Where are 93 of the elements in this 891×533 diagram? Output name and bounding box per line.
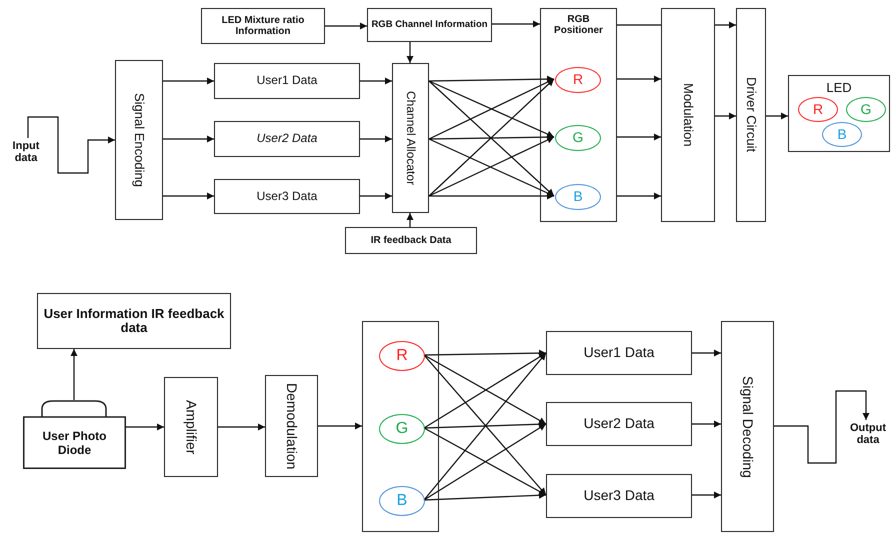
box-label: Driver Circuit (744, 77, 758, 153)
color-circle (798, 97, 838, 122)
box-label: Signal Decoding (740, 376, 756, 478)
signal-label: Input data (4, 138, 48, 166)
process-box (201, 8, 325, 44)
color-circle (822, 122, 862, 147)
arrow (692, 350, 721, 356)
circle-letter: B (573, 189, 583, 205)
arrow (325, 22, 367, 30)
arrow (163, 136, 214, 142)
process-box (345, 227, 477, 254)
box-label: User Information IR feedback data (42, 306, 226, 336)
arrow (692, 492, 721, 498)
process-box (214, 179, 360, 214)
box-label: User1 Data (584, 345, 654, 361)
process-box (214, 121, 360, 157)
box-label: User3 Data (584, 488, 654, 504)
color-circle (379, 414, 425, 444)
process-box (736, 8, 766, 222)
empty-box (362, 321, 439, 532)
color-circle (555, 67, 601, 93)
arrow (27, 116, 115, 174)
photo-diode-box (23, 400, 126, 469)
circle-letter: B (396, 492, 408, 510)
process-box (214, 63, 360, 99)
arrow (766, 112, 788, 120)
group-box (540, 8, 617, 222)
box-label: Amplifier (183, 400, 199, 454)
process-box (164, 377, 218, 477)
arrow (424, 492, 546, 501)
arrow (692, 420, 721, 428)
process-box (546, 402, 692, 446)
group-box (788, 75, 890, 152)
box-label: Channel Allocator (404, 90, 418, 186)
arrow (406, 42, 414, 63)
circle-letter: G (572, 130, 584, 146)
arrow (617, 134, 661, 140)
arrow (70, 349, 78, 400)
process-box (367, 8, 492, 42)
box-label: User2 Data (584, 416, 654, 432)
arrow (492, 20, 540, 28)
box-label: User Photo Diode (41, 428, 108, 457)
arrow (126, 424, 164, 430)
arrow (163, 192, 214, 200)
process-box (265, 375, 318, 477)
process-box (115, 60, 163, 220)
circle-letter: B (837, 126, 847, 142)
arrow (715, 22, 736, 28)
box-label: IR feedback Data (370, 235, 452, 246)
box-label: User3 Data (256, 190, 318, 204)
arrow (424, 350, 546, 357)
arrow (774, 390, 870, 464)
arrow (360, 136, 392, 142)
color-circle (846, 97, 886, 122)
circle-letter: R (396, 347, 408, 365)
color-circle (555, 125, 601, 151)
arrow (360, 192, 392, 200)
box-heading: LED (826, 81, 852, 96)
process-box (37, 293, 231, 349)
arrow (617, 192, 661, 200)
box-label: User1 Data (256, 74, 318, 88)
arrow (429, 192, 554, 200)
signal-label: Output data (845, 420, 891, 448)
color-circle (379, 486, 425, 516)
box-label: Modulation (680, 83, 696, 147)
circle-letter: R (812, 102, 824, 118)
box-label: Signal Encoding (132, 93, 146, 187)
box-heading: RGB Positioner (553, 14, 604, 36)
connector-line (617, 24, 661, 26)
arrow (428, 134, 554, 141)
arrow (428, 76, 554, 83)
arrow (318, 422, 362, 430)
process-box (721, 321, 774, 532)
arrow (360, 78, 392, 84)
color-circle (555, 184, 601, 210)
arrow (163, 78, 214, 84)
circle-letter: G (396, 420, 408, 438)
arrow (218, 424, 265, 430)
process-box (546, 474, 692, 518)
box-label: LED Mixture ratio Information (220, 15, 306, 37)
box-label: RGB Channel Information (371, 20, 488, 30)
arrow (424, 420, 546, 429)
circle-letter: R (572, 72, 584, 88)
box-label: Demodulation (284, 382, 300, 470)
process-box (661, 8, 715, 222)
process-box (546, 331, 692, 375)
arrow (715, 112, 736, 120)
box-label: User2 Data (256, 132, 318, 146)
color-circle (379, 341, 425, 371)
process-box (392, 63, 429, 213)
arrow (406, 213, 414, 227)
circle-letter: G (860, 102, 872, 118)
arrow (617, 76, 661, 82)
